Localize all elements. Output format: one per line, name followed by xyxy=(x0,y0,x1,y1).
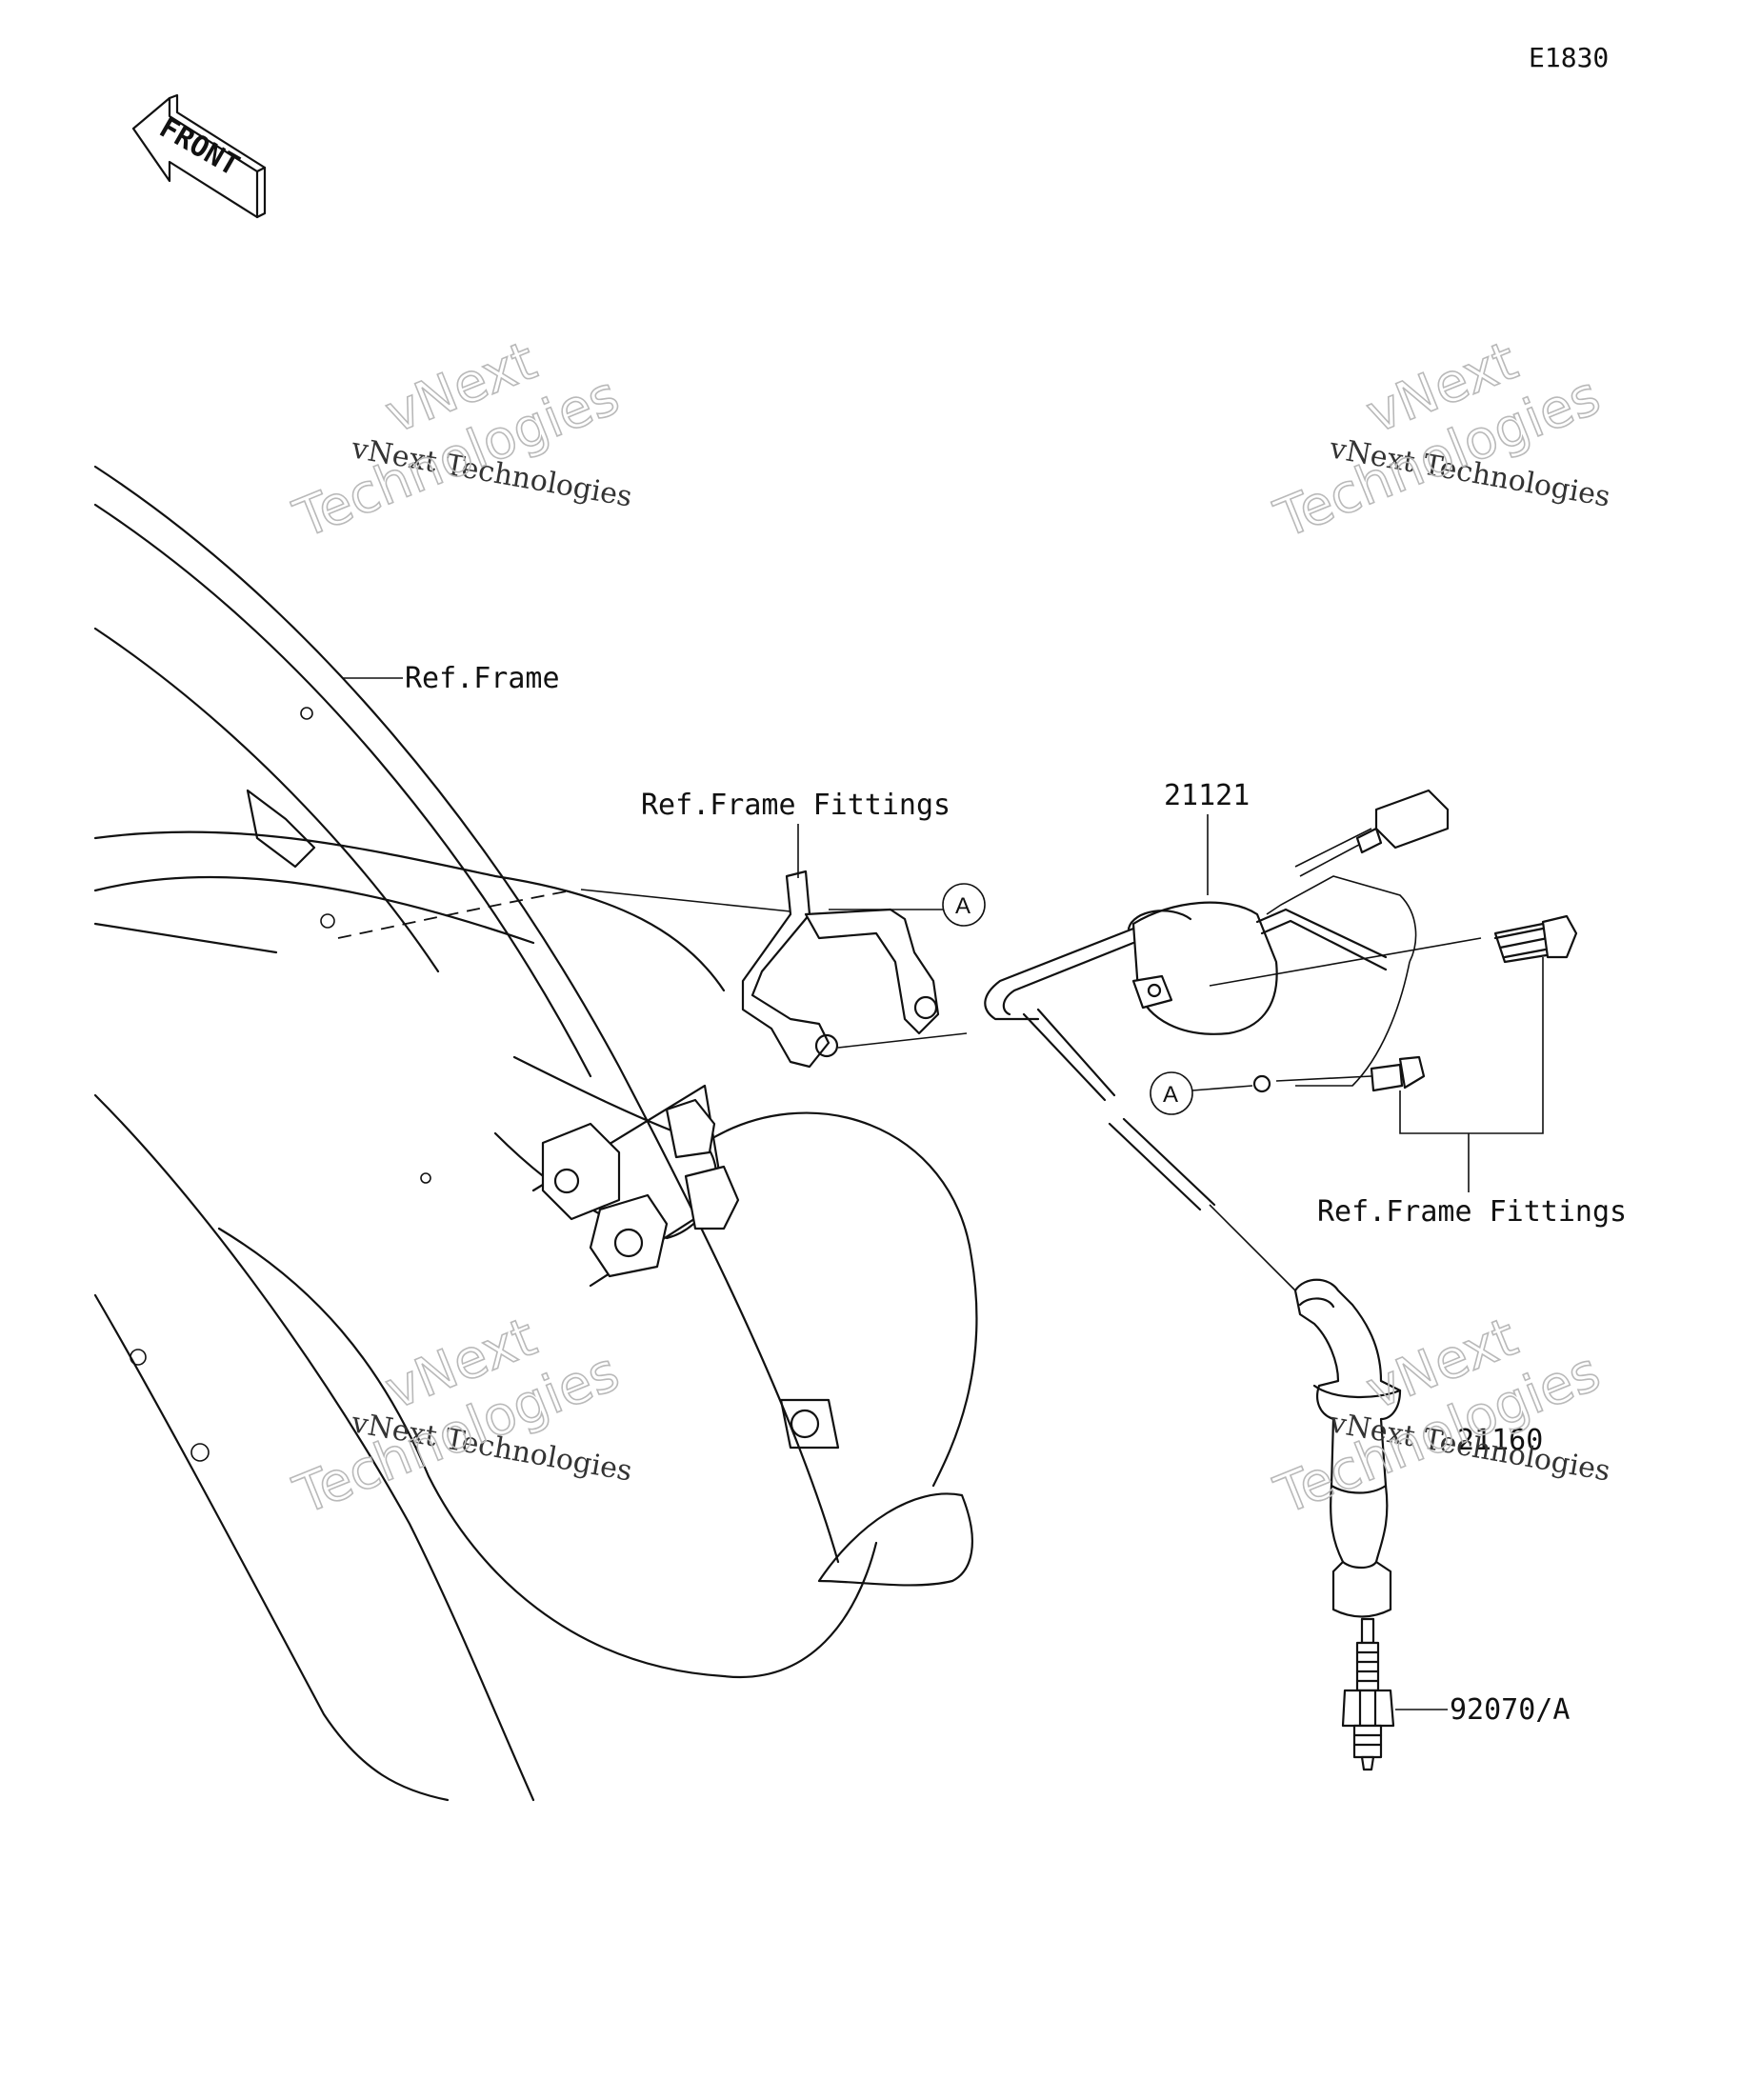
watermark-top-right: vNext Technologies vNext Technologies xyxy=(1266,330,1612,552)
ref-frame-fittings-right-label: Ref.Frame Fittings xyxy=(1317,1195,1627,1229)
ref-frame-fittings-top-label: Ref.Frame Fittings xyxy=(641,789,951,822)
diagram-code: E1830 xyxy=(1529,42,1609,73)
part-number-92070a: 92070/A xyxy=(1450,1693,1570,1727)
front-arrow-icon: FRONT xyxy=(131,93,267,219)
spark-plug-cap xyxy=(1293,1278,1402,1618)
watermark-top-left: vNext Technologies vNext Technologies xyxy=(285,330,634,552)
mounting-bracket xyxy=(741,870,968,1069)
ignition-coil xyxy=(984,789,1450,1306)
spark-plug xyxy=(1341,1617,1395,1771)
frame-drawing xyxy=(93,465,978,1802)
watermark-bottom-right: vNext Technologies vNext Technologies xyxy=(1266,1306,1612,1529)
part-number-21160: 21160 xyxy=(1457,1424,1543,1457)
mounting-bolts xyxy=(1209,914,1578,1092)
watermark-bottom-left: vNext Technologies vNext Technologies xyxy=(285,1306,634,1529)
callout-a-ground: A xyxy=(1163,1082,1178,1108)
part-number-21121: 21121 xyxy=(1164,779,1250,812)
ref-frame-label: Ref.Frame xyxy=(405,662,560,695)
callout-a-bracket: A xyxy=(955,893,971,919)
